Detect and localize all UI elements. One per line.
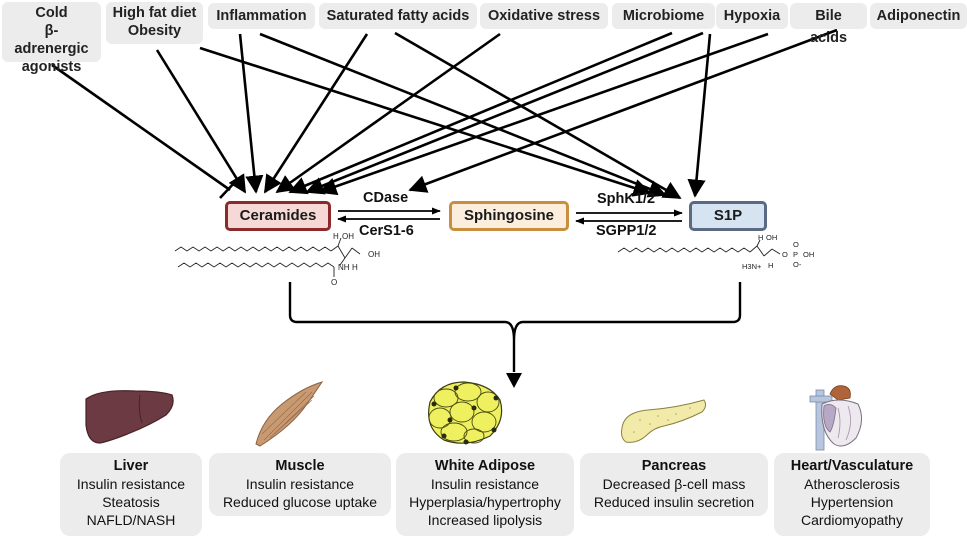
organ-effect: Decreased β-cell mass xyxy=(602,476,746,492)
edge-hfd-s1p xyxy=(199,46,652,197)
organ-title: Liver xyxy=(113,458,149,474)
organ-effect: Hypertension xyxy=(810,494,894,510)
organ-effect: Hyperplasia/hypertrophy xyxy=(409,494,561,510)
edge-hypoxia-ceramides xyxy=(305,31,704,195)
edge-oxidative-ceramides xyxy=(275,32,501,194)
factor-inflammation: Inflammation xyxy=(208,3,315,29)
node-sphingosine: Sphingosine xyxy=(449,201,569,231)
organ-effect: Insulin resistance xyxy=(76,476,186,492)
node-s1p: S1P xyxy=(689,201,767,231)
s1p-atom-oh: OH xyxy=(766,233,777,242)
s1p-atom-h2: H xyxy=(768,261,773,270)
factor-oxidative-stress: Oxidative stress xyxy=(480,3,608,29)
factor-high-fat-diet: High fat diet Obesity xyxy=(106,2,203,44)
organ-effect: Reduced insulin secretion xyxy=(593,494,755,510)
factor-adiponectin: Adiponectin xyxy=(870,3,967,29)
cer-atom-oh1: OH xyxy=(342,232,354,241)
organ-effect: NAFLD/NASH xyxy=(86,512,176,528)
s1p-atom-p: P xyxy=(793,250,798,259)
organ-title: Pancreas xyxy=(641,458,707,474)
enzyme-sgpp: SGPP1/2 xyxy=(596,223,657,239)
organ-card-liver: Liver Insulin resistance Steatosis NAFLD… xyxy=(60,453,202,536)
ceramide-structure xyxy=(174,237,361,277)
organ-effect: Insulin resistance xyxy=(245,476,355,492)
cer-atom-nh: NH xyxy=(338,263,350,272)
edge-hfd-ceramides xyxy=(155,49,247,194)
s1p-atom-oh2: OH xyxy=(803,250,814,259)
edge-cold-ceramides xyxy=(51,63,231,192)
convergence-bracket xyxy=(288,282,742,372)
organ-card-adipose: White Adipose Insulin resistance Hyperpl… xyxy=(396,453,574,536)
edge-hypoxia-s1p xyxy=(687,33,712,198)
enzyme-sphk: SphK1/2 xyxy=(597,191,656,207)
organ-title: Muscle xyxy=(275,458,325,474)
node-ceramides: Ceramides xyxy=(225,201,331,231)
factor-microbiome: Microbiome xyxy=(612,3,715,29)
edge-sfa-ceramides xyxy=(263,33,369,194)
organ-card-heart: Heart/Vasculature Atherosclerosis Hypert… xyxy=(774,453,930,536)
edge-inflammation-ceramides xyxy=(238,33,264,194)
adipose-icon xyxy=(428,381,503,445)
s1p-atom-o2: O xyxy=(793,240,799,249)
organ-title: White Adipose xyxy=(434,458,536,474)
s1p-atom-h: H xyxy=(758,233,763,242)
enzyme-cdase: CDase xyxy=(363,190,409,206)
s1p-atom-o-minus: O- xyxy=(793,260,802,269)
organ-effect: Increased lipolysis xyxy=(427,512,543,528)
organ-effect: Cardiomyopathy xyxy=(801,512,903,528)
organ-effect: Reduced glucose uptake xyxy=(222,494,378,510)
liver-icon xyxy=(85,390,174,444)
organ-card-pancreas: Pancreas Decreased β-cell mass Reduced i… xyxy=(580,453,768,516)
muscle-icon xyxy=(255,381,324,447)
s1p-atom-h3n: H3N+ xyxy=(742,262,762,271)
cer-atom-o: O xyxy=(331,278,337,287)
factor-hypoxia: Hypoxia xyxy=(716,3,788,29)
s1p-atom-o: O xyxy=(782,250,788,259)
cer-atom-oh2: OH xyxy=(368,250,380,259)
edge-microbiome-ceramides xyxy=(288,31,673,195)
factor-cold: Cold β-adrenergic agonists xyxy=(2,2,101,75)
organ-card-muscle: Muscle Insulin resistance Reduced glucos… xyxy=(209,453,391,516)
organ-effect: Steatosis xyxy=(102,494,160,510)
cer-atom-h: H xyxy=(333,232,339,241)
organ-title: Heart/Vasculature xyxy=(790,458,914,474)
enzyme-cers: CerS1-6 xyxy=(359,223,414,239)
edge-sfa-s1p xyxy=(394,31,682,200)
factor-saturated-fatty-acids: Saturated fatty acids xyxy=(319,3,477,29)
pancreas-icon xyxy=(621,399,707,443)
organ-effect: Insulin resistance xyxy=(430,476,540,492)
edge-inflammation-s1p xyxy=(259,32,667,198)
factor-bile-acids: Bile acids xyxy=(790,3,867,46)
heart-icon xyxy=(809,385,862,451)
organ-effect: Atherosclerosis xyxy=(804,476,900,492)
edge-adiponectin-cdase xyxy=(408,28,838,193)
convergence-arrowhead xyxy=(506,373,522,388)
s1p-structure xyxy=(617,239,781,257)
cer-atom-h2: H xyxy=(352,263,358,272)
edge-bile-ceramides xyxy=(318,32,769,196)
